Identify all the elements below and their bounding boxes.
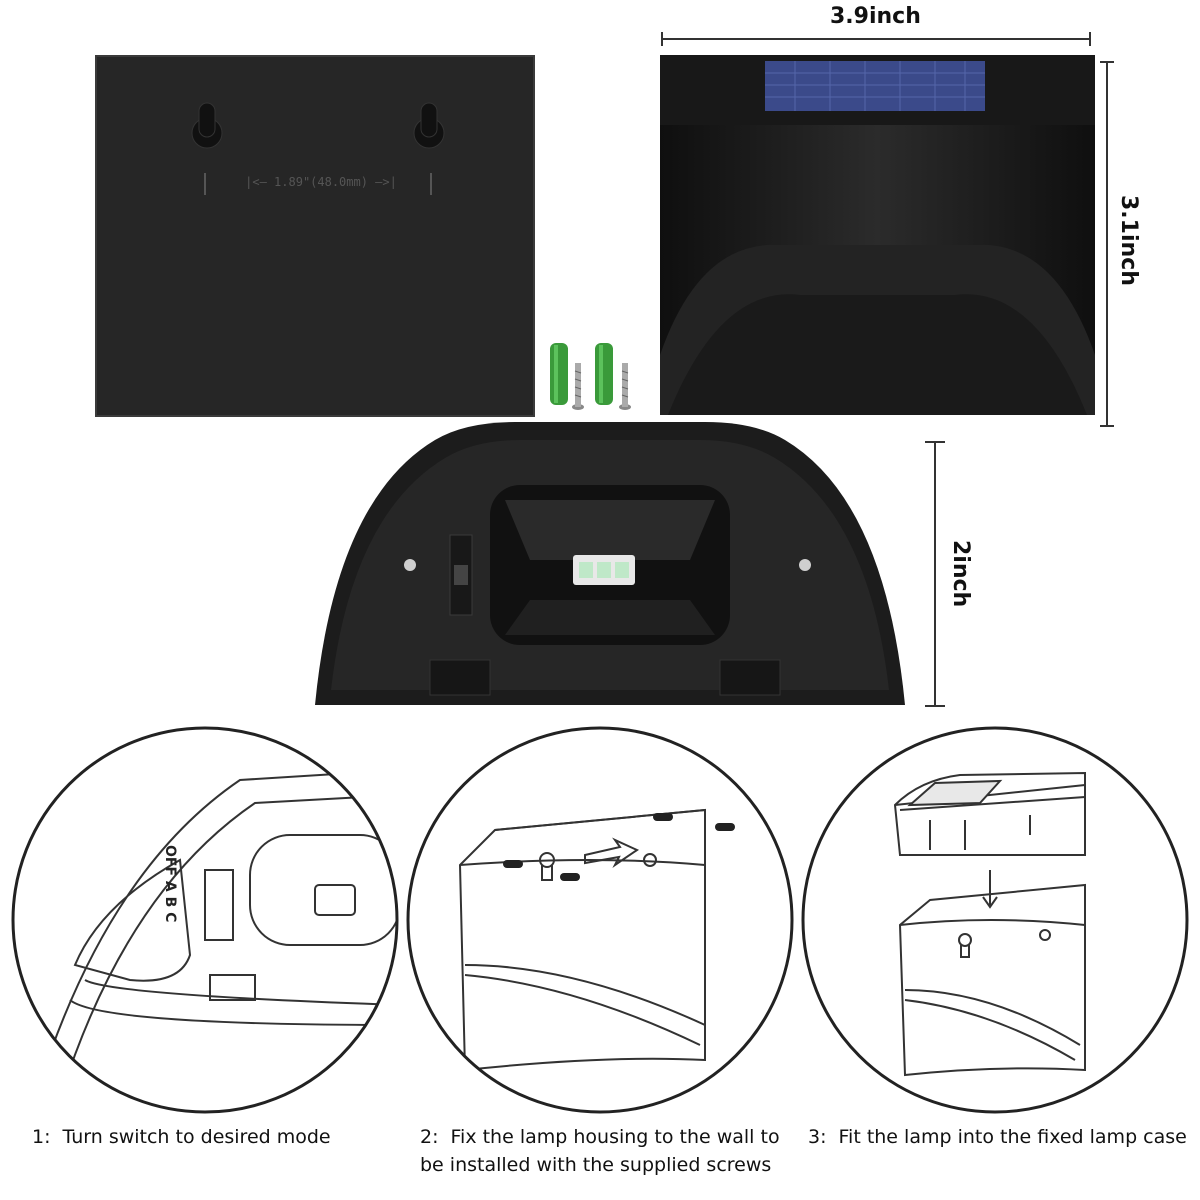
switch-mode-labels: OFF A B C xyxy=(162,845,178,922)
wall-anchor-icon xyxy=(550,343,568,405)
switch-label-off: OFF xyxy=(162,845,178,877)
depth-dimension-line xyxy=(925,440,945,708)
step-3-illustration xyxy=(800,725,1190,1115)
step-3-number: 3: xyxy=(808,1126,827,1148)
step-2-illustration xyxy=(405,725,795,1115)
anchors-and-screws-image xyxy=(545,335,645,415)
step-2-text: Fix the lamp housing to the wall to be i… xyxy=(420,1126,780,1176)
step-1-text: Turn switch to desired mode xyxy=(62,1126,331,1148)
lamp-underside-image xyxy=(315,420,905,710)
switch-label-b: B xyxy=(162,896,178,908)
back-plate-engraving: |<— 1.89"(48.0mm) —>| xyxy=(245,175,397,189)
height-label: 3.1inch xyxy=(1116,195,1141,286)
width-dimension-line xyxy=(660,32,1092,46)
step-3-caption: 3: Fit the lamp into the fixed lamp case xyxy=(808,1123,1198,1151)
step-2-caption: 2:Fix the lamp housing to the wall to be… xyxy=(420,1123,790,1179)
mount-hole-left xyxy=(404,559,416,571)
step-2-number: 2: xyxy=(420,1126,439,1148)
width-label: 3.9inch xyxy=(830,4,921,29)
switch-label-c: C xyxy=(162,912,178,923)
switch-label-a: A xyxy=(162,880,178,892)
screw-icon xyxy=(619,363,631,410)
depth-label: 2inch xyxy=(948,540,973,608)
screw-icon xyxy=(572,363,584,410)
solar-panel xyxy=(765,61,985,111)
back-plate-image xyxy=(95,55,535,417)
step-3-text: Fit the lamp into the fixed lamp case xyxy=(838,1126,1187,1148)
step-1-number: 1: xyxy=(32,1126,51,1148)
keyhole-right-icon xyxy=(413,102,445,149)
step-1-illustration xyxy=(10,725,400,1115)
keyhole-left-icon xyxy=(191,102,223,149)
wall-anchor-icon xyxy=(595,343,613,405)
mount-hole-right xyxy=(799,559,811,571)
step-1-caption: 1: Turn switch to desired mode xyxy=(32,1123,402,1151)
height-dimension-line xyxy=(1100,60,1114,428)
front-lamp-image xyxy=(660,55,1095,415)
